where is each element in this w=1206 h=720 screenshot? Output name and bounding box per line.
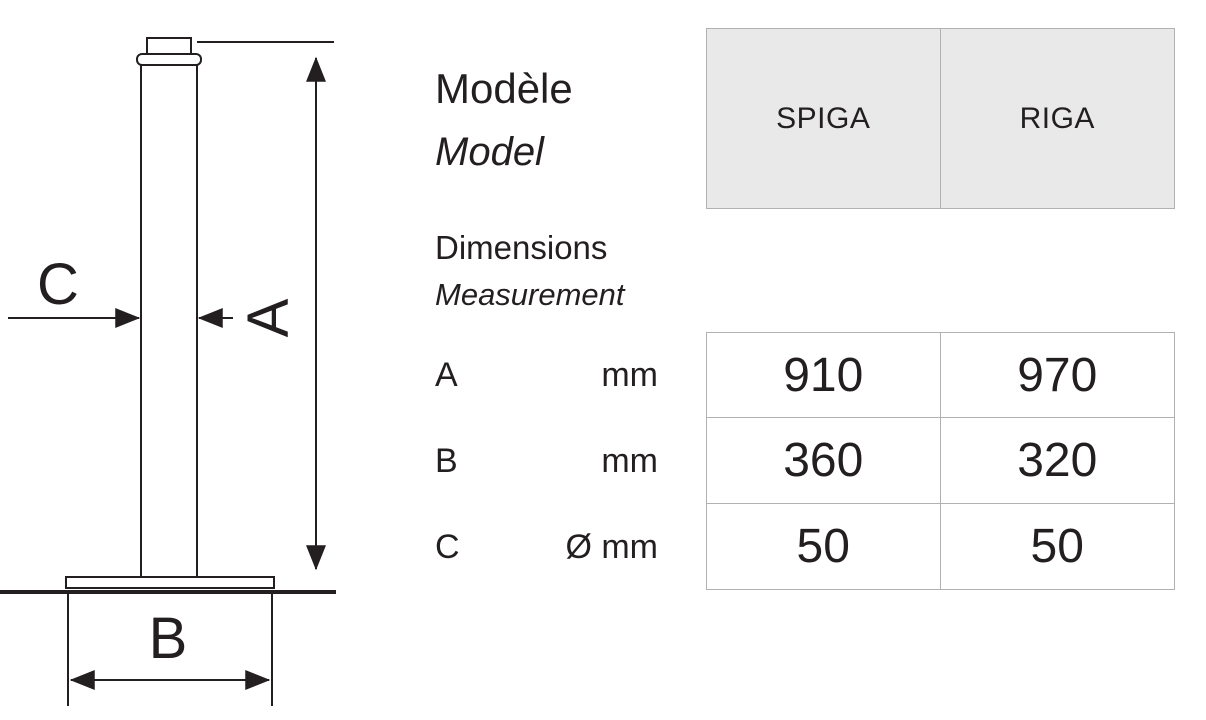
post-body: [140, 64, 198, 578]
model-cell-riga: RIGA: [1019, 101, 1095, 135]
model-subheading: Model: [435, 130, 544, 174]
value-c-riga: 50: [1030, 519, 1084, 573]
dimension-key-c: C: [435, 527, 460, 566]
value-c-spiga: 50: [707, 503, 941, 589]
dimensions-heading: Dimensions: [435, 229, 608, 266]
post-collar-ring: [136, 53, 202, 66]
base-plate: [65, 576, 275, 589]
dimension-unit-c: Ø mm: [565, 527, 658, 566]
post-cap: [146, 37, 192, 55]
value-b-spiga: 360: [707, 418, 941, 504]
dimension-row-b: B mm: [435, 418, 658, 504]
model-cell-spiga: SPIGA: [707, 29, 941, 208]
dim-c-label: C: [37, 252, 79, 317]
dim-a-label: A: [236, 298, 301, 337]
dimension-row-a: A mm: [435, 332, 658, 418]
dimension-key-b: B: [435, 441, 458, 480]
model-heading: Modèle: [435, 65, 573, 112]
dimension-key-a: A: [435, 355, 458, 394]
technical-drawing: A C B: [0, 37, 336, 706]
dimension-values-table: 910 970 360 320 50 50: [706, 332, 1175, 590]
dimension-unit-b: mm: [601, 441, 658, 480]
dim-b-label: B: [149, 606, 188, 671]
dimensions-subheading: Measurement: [435, 277, 625, 312]
dimension-unit-a: mm: [601, 355, 658, 394]
value-b-riga: 320: [940, 418, 1174, 504]
dimension-row-c: C Ø mm: [435, 504, 658, 590]
model-header-table: SPIGA RIGA: [706, 28, 1175, 209]
value-a-spiga: 910: [707, 333, 941, 419]
value-a-riga: 970: [940, 333, 1174, 419]
